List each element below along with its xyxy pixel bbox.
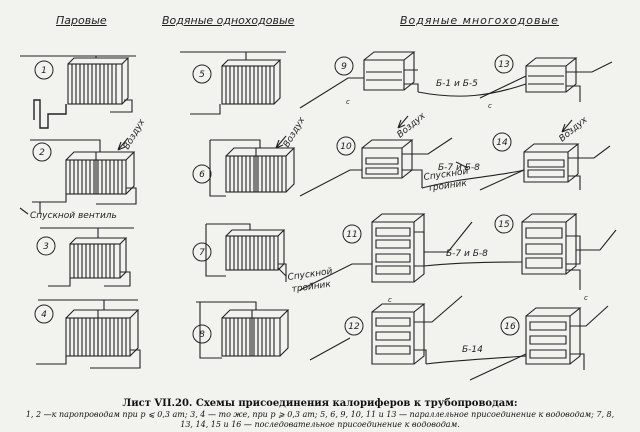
caption-line-1: 1, 2 —к паропроводам при p ⩽ 0,3 ат; 3, … [25, 410, 615, 419]
heater-11 [299, 213, 473, 291]
num-circle-3 [36, 236, 56, 256]
label-b14: Б-14 [462, 345, 483, 355]
pipe-b7-b8 [421, 169, 525, 189]
num-9: 9 [341, 62, 347, 72]
caption-title: Лист VII.20. Схемы присоединения калориф… [122, 398, 518, 409]
heater-10 [299, 137, 453, 197]
pipe-mark-11: с [388, 296, 392, 304]
label-b7-b8-upper: Б-7 и Б-8 [438, 163, 480, 173]
heater-16 [469, 305, 609, 381]
label-b1-b5: Б-1 и Б-5 [436, 79, 478, 89]
num-circle-16 [500, 316, 520, 336]
leader-drain-valve [19, 207, 29, 215]
connection-diagrams: 1 2 3 4 5 6 7 8 9 10 11 12 13 14 15 16 В… [19, 51, 617, 381]
drain-valve-label: Спускной вентиль [30, 211, 117, 221]
num-circle-4 [34, 304, 54, 324]
heater-6 [209, 139, 296, 197]
num-circle-12 [344, 316, 364, 336]
num-10: 10 [340, 142, 352, 152]
heater-14 [479, 143, 611, 191]
heater-8 [196, 301, 290, 359]
num-circle-8 [192, 324, 212, 344]
heater-15 [521, 213, 617, 290]
num-14: 14 [496, 138, 508, 148]
pipe-b14 [425, 355, 527, 365]
air-arrow-6 [275, 135, 287, 149]
header-steam: Паровые [56, 14, 107, 27]
num-circle-9 [334, 56, 354, 76]
num-circle-2 [32, 142, 52, 162]
leader-drain-tee-10 [455, 161, 469, 169]
heater-5 [180, 51, 286, 115]
label-b7-b8-lower: Б-7 и Б-8 [446, 249, 488, 259]
num-circle-6 [192, 164, 212, 184]
air-arrow-2 [117, 137, 129, 151]
num-3: 3 [43, 242, 49, 252]
air-arrow-10 [397, 115, 409, 129]
num-4: 4 [41, 310, 47, 320]
pipe-b1-b5 [417, 83, 527, 97]
num-15: 15 [498, 220, 510, 230]
num-11: 11 [346, 230, 357, 240]
num-circle-1 [34, 60, 54, 80]
num-1: 1 [41, 66, 47, 76]
num-12: 12 [348, 322, 360, 332]
leader-drain-tee-7 [277, 267, 287, 277]
num-circle-11 [342, 224, 362, 244]
heater-4 [36, 299, 141, 369]
pipe-mark-15: с [584, 294, 588, 302]
header-water-single: Водяные одноходовые [162, 14, 295, 27]
air-label-2: Воздух [122, 117, 148, 151]
num-7: 7 [199, 248, 205, 258]
heater-12 [309, 295, 463, 365]
num-16: 16 [504, 322, 516, 332]
caption-line-2: 13, 14, 15 и 16 — последовательное присо… [180, 420, 460, 429]
num-circle-7 [192, 242, 212, 262]
num-circle-13 [494, 54, 514, 74]
header-water-multi: Водяные многоходовые [400, 14, 559, 27]
heater-7 [205, 223, 287, 282]
num-13: 13 [498, 60, 510, 70]
num-5: 5 [199, 70, 205, 80]
num-circle-14 [492, 132, 512, 152]
air-arrow-14 [561, 119, 573, 133]
pipe-mark-13: с [488, 102, 492, 110]
num-6: 6 [199, 170, 205, 180]
heater-1 [20, 55, 136, 129]
num-circle-5 [192, 64, 212, 84]
num-circle-10 [336, 136, 356, 156]
pipe-b7-b8-lower [423, 261, 523, 267]
heater-2 [30, 139, 137, 214]
heater-9 [299, 51, 419, 109]
num-8: 8 [199, 330, 205, 340]
num-circle-15 [494, 214, 514, 234]
pipe-mark-9: с [346, 98, 350, 106]
heater-3 [40, 227, 134, 287]
air-label-6: Воздух [282, 115, 308, 149]
num-2: 2 [39, 148, 45, 158]
drain-tee-label-7b: тройник [291, 279, 332, 294]
